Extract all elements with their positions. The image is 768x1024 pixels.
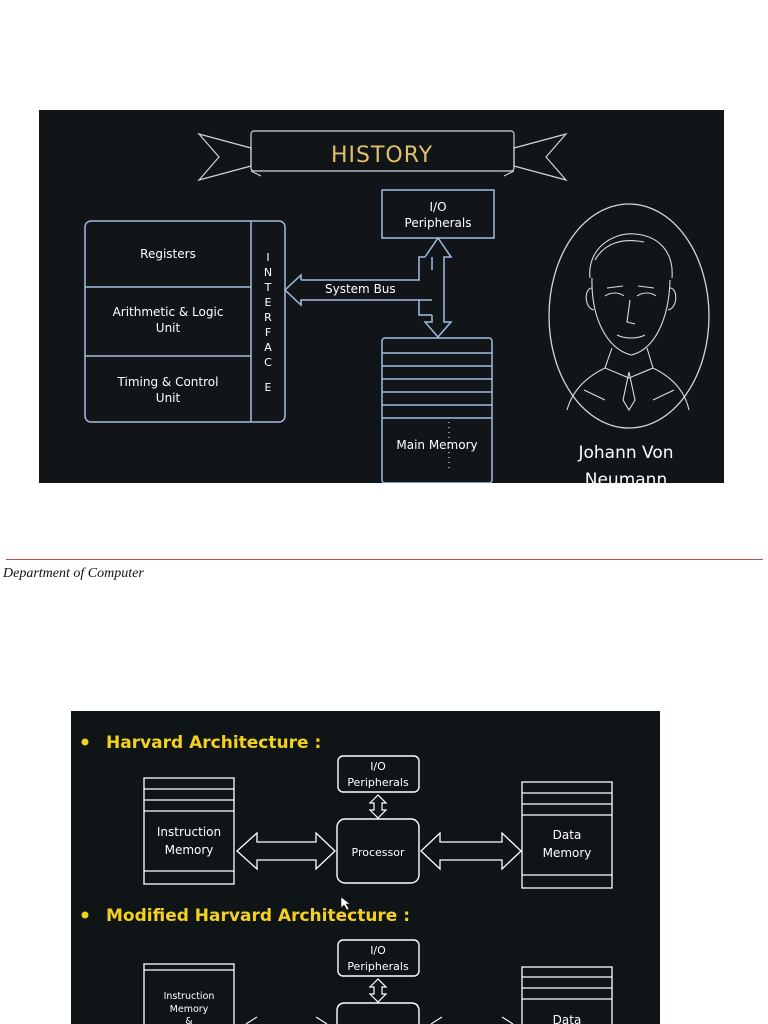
main-memory-label: Main Memory (396, 438, 477, 452)
instruction-memory-line2: Memory (165, 843, 214, 857)
interface-letter: E (265, 296, 272, 309)
io-label-1: I/O (429, 200, 446, 214)
cpu-alu-label-1: Arithmetic & Logic (113, 305, 224, 319)
footer-text: Department of Computer (3, 566, 144, 582)
banner-title: HISTORY (331, 143, 433, 168)
data-memory-2-label: Data (553, 1013, 582, 1024)
instruction-memory-2-line1: Instruction (164, 991, 215, 1002)
instruction-memory-2-line3: & (185, 1016, 193, 1024)
interface-letter: F (265, 326, 271, 339)
heading-harvard: Harvard Architecture : (106, 733, 321, 753)
interface-letter: T (264, 281, 272, 294)
interface-letter: C (264, 356, 272, 369)
io-processor-arrow (370, 795, 386, 818)
io-box-2-line1: I/O (370, 944, 386, 957)
bullet-icon (82, 912, 89, 919)
data-memory-line1: Data (553, 828, 582, 842)
cpu-timing-label-1: Timing & Control (117, 375, 219, 389)
cpu-timing-label-2: Unit (156, 391, 181, 405)
io-box-1-line2: Peripherals (347, 776, 409, 789)
von-neumann-diagram: HISTORY Registers Arithmetic & Logic Uni… (39, 110, 724, 483)
person-name-1: Johann Von (577, 443, 673, 463)
bullet-icon (82, 739, 89, 746)
instruction-memory-line1: Instruction (157, 825, 221, 839)
io-box-1-line1: I/O (370, 760, 386, 773)
interface-letter: R (264, 311, 272, 324)
harvard-diagram: Harvard Architecture : I/O Peripherals I… (71, 711, 660, 1024)
cpu-alu-label-2: Unit (156, 321, 181, 335)
interface-letter: I (266, 251, 269, 264)
io-box-2-line2: Peripherals (347, 960, 409, 973)
processor-data-arrow (421, 833, 521, 869)
interface-letter: E (265, 381, 272, 394)
io-peripherals-box (382, 190, 494, 238)
io-label-2: Peripherals (405, 216, 472, 230)
data-memory-line2: Memory (543, 846, 592, 860)
io-processor-arrow-2 (370, 979, 386, 1002)
interface-letter: A (264, 341, 272, 354)
main-memory-block (382, 338, 492, 483)
history-slide: HISTORY Registers Arithmetic & Logic Uni… (39, 110, 724, 483)
heading-modified-harvard: Modified Harvard Architecture : (106, 906, 410, 926)
portrait-frame (549, 204, 709, 428)
partial-arrows-2 (246, 1017, 513, 1024)
interface-letter: N (264, 266, 272, 279)
processor-label: Processor (352, 846, 405, 859)
interface-label: I N T E R F A C E (264, 251, 273, 394)
footer-divider (6, 559, 763, 560)
cpu-registers-label: Registers (140, 247, 196, 261)
instr-processor-arrow (237, 833, 335, 869)
processor-box-2 (337, 1003, 419, 1024)
harvard-slide: Harvard Architecture : I/O Peripherals I… (71, 711, 660, 1024)
system-bus-label: System Bus (325, 282, 396, 296)
von-neumann-portrait (567, 234, 689, 410)
instruction-memory-2-line2: Memory (170, 1004, 209, 1015)
person-name-2: Neumann (585, 470, 667, 483)
